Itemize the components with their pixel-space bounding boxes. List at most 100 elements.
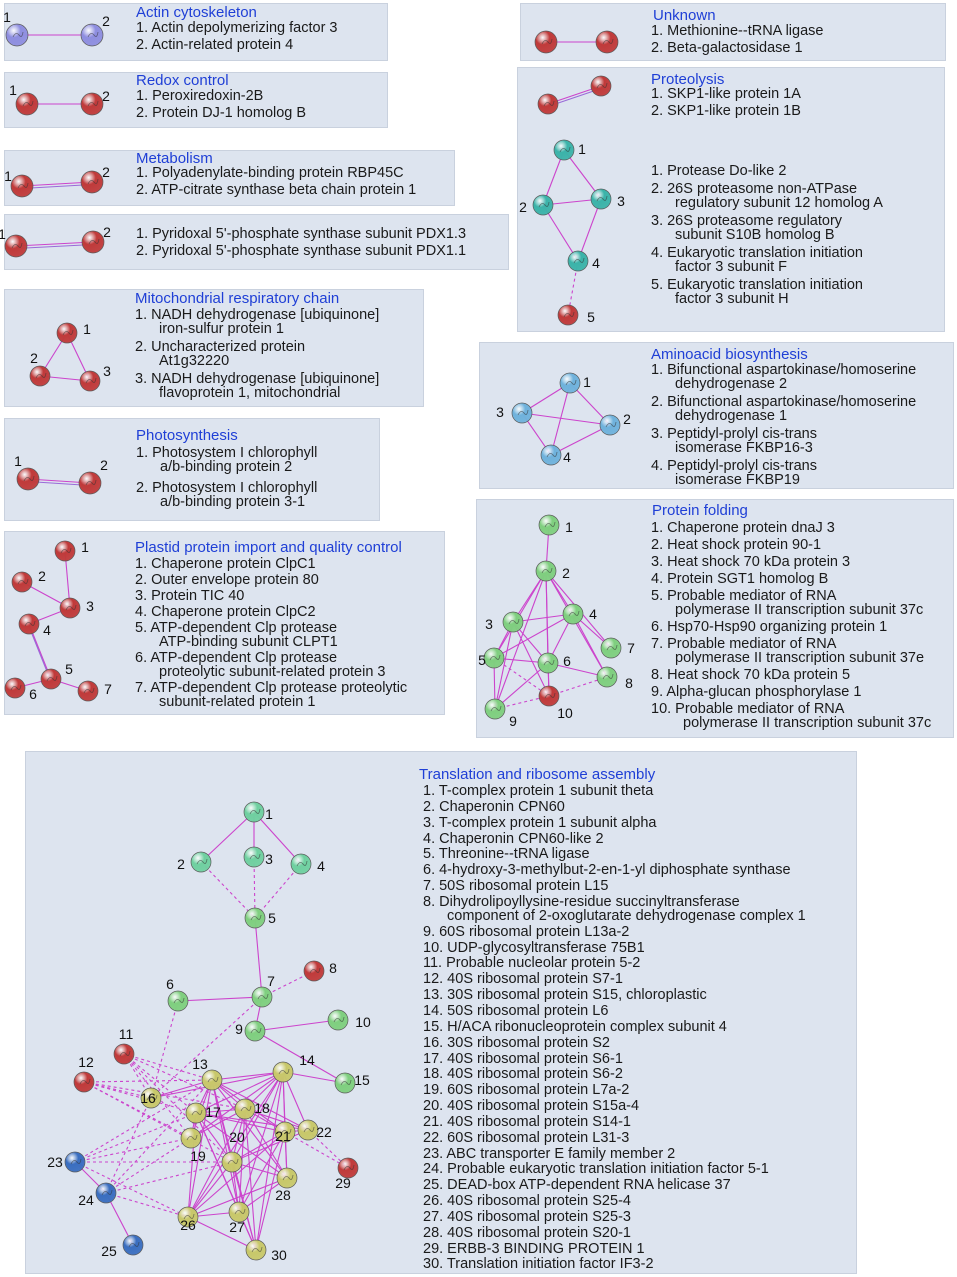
protein-list-pyridoxal: 1. Pyridoxal 5'-phosphate synthase subun… [136, 227, 466, 261]
protein-structure-glyph [538, 201, 550, 208]
interaction-edge [187, 1216, 257, 1251]
node-label: 1 [4, 168, 12, 184]
protein-node [538, 514, 560, 536]
protein-structure-glyph [85, 377, 97, 384]
node-label: 15 [354, 1072, 370, 1088]
protein-structure-glyph [257, 993, 269, 1000]
interaction-edge [150, 996, 263, 1099]
protein-item: 4. Chaperonin CPN60-like 2 [423, 831, 806, 846]
node-label: 1 [3, 9, 11, 25]
protein-item-line: 2. Heat shock protein 90-1 [651, 537, 822, 553]
protein-node [64, 1151, 86, 1173]
protein-item-line: ATP-binding subunit CLPT1 [159, 634, 338, 650]
protein-node [245, 1239, 267, 1261]
node-label: 13 [192, 1056, 208, 1072]
interaction-edge [253, 811, 302, 865]
protein-structure-glyph [196, 858, 208, 865]
protein-item-line: subunit-related protein 1 [159, 694, 316, 710]
protein-item: 2. Beta-galactosidase 1 [651, 41, 823, 56]
interaction-edge [254, 1030, 346, 1084]
protein-item-line: 11. Probable nucleolar protein 5-2 [423, 955, 641, 972]
protein-node [180, 1127, 202, 1149]
cluster-title-redox: Redox control [136, 72, 229, 89]
protein-structure-glyph [207, 1076, 219, 1083]
protein-structure-glyph [240, 1105, 252, 1112]
interaction-edge [255, 1131, 286, 1251]
protein-item: 1. NADH dehydrogenase [ubiquinone]iron-s… [135, 308, 379, 337]
protein-item-line: 17. 40S ribosomal protein S6-1 [423, 1050, 623, 1067]
protein-item-line: 1. Protease Do-like 2 [651, 163, 787, 179]
interaction-edge [572, 613, 608, 678]
protein-structure-glyph [309, 967, 321, 974]
protein-node [122, 1234, 144, 1256]
protein-structure-glyph [249, 808, 261, 815]
protein-item-line: 1. Chaperone protein dnaJ 3 [651, 520, 835, 536]
interaction-edge [254, 1019, 339, 1032]
protein-node [190, 851, 212, 873]
protein-item-line: 5. Eukaryotic translation initiation [651, 277, 863, 293]
protein-item: 12. 40S ribosomal protein S7-1 [423, 972, 806, 987]
interaction-edge [187, 1108, 246, 1218]
interaction-edge [187, 1071, 284, 1218]
protein-structure-glyph [22, 100, 34, 107]
protein-item: 22. 60S ribosomal protein L31-3 [423, 1130, 806, 1145]
protein-item-line: 8. Heat shock 70 kDa protein 5 [651, 667, 851, 683]
protein-item: 2. SKP1-like protein 1B [651, 104, 801, 119]
protein-structure-glyph [546, 451, 558, 458]
protein-structure-glyph [251, 1246, 263, 1253]
protein-node [538, 685, 560, 707]
protein-item: 1. Bifunctional aspartokinase/homoserine… [651, 363, 916, 392]
protein-item: 1. Peroxiredoxin-2B [136, 89, 306, 104]
node-label: 29 [335, 1175, 351, 1191]
protein-structure-glyph [24, 620, 36, 627]
node-label: 14 [299, 1052, 315, 1068]
protein-node [537, 93, 559, 115]
interaction-edge [238, 1131, 286, 1213]
protein-node [10, 174, 34, 198]
node-label: 5 [268, 910, 276, 926]
protein-item: 13. 30S ribosomal protein S15, chloropla… [423, 988, 806, 1003]
interaction-edge [187, 1177, 288, 1218]
protein-item-line: 7. ATP-dependent Clp protease proteolyti… [135, 680, 408, 696]
protein-item: 5. Threonine--tRNA ligase [423, 847, 806, 862]
interaction-edge [577, 198, 602, 262]
protein-structure-glyph [234, 1208, 246, 1215]
protein-item-line: 3. T-complex protein 1 subunit alpha [423, 814, 657, 831]
protein-item-line: 6. ATP-dependent Clp protease [135, 650, 338, 666]
protein-structure-glyph [565, 379, 577, 386]
protein-item: 17. 40S ribosomal protein S6-1 [423, 1050, 806, 1067]
protein-item: 10. UDP-glycosyltransferase 75B1 [423, 940, 806, 955]
node-label: 17 [205, 1104, 221, 1120]
protein-item: 2. Chaperonin CPN60 [423, 800, 806, 815]
protein-structure-glyph [173, 997, 185, 1004]
protein-structure-glyph [278, 1068, 290, 1075]
node-label: 9 [235, 1021, 243, 1037]
node-label: 30 [271, 1247, 287, 1263]
panel-folding [476, 499, 954, 738]
interaction-edge [21, 181, 93, 187]
protein-structure-glyph [119, 1050, 131, 1057]
interaction-edge [74, 1112, 197, 1163]
protein-structure-glyph [85, 479, 97, 486]
node-label: 6 [29, 686, 37, 702]
node-label: 12 [78, 1054, 94, 1070]
node-label: 28 [275, 1187, 291, 1203]
protein-node [532, 194, 554, 216]
protein-node [290, 853, 312, 875]
protein-item-line: isomerase FKBP19 [675, 472, 800, 488]
protein-item-line: 16. 30S ribosomal protein S2 [423, 1034, 610, 1051]
protein-node [600, 637, 622, 659]
protein-item-line: 4. Chaperone protein ClpC2 [135, 604, 316, 620]
node-label: 3 [485, 616, 493, 632]
node-label: 16 [140, 1090, 156, 1106]
panel-plastid [4, 531, 445, 715]
protein-structure-glyph [606, 644, 618, 651]
protein-item: 9. Alpha-glucan phosphorylase 1 [651, 685, 931, 700]
protein-item-line: 19. 60S ribosomal protein L7a-2 [423, 1082, 630, 1099]
protein-item-line: subunit S10B homolog B [675, 227, 835, 243]
node-label: 8 [329, 960, 337, 976]
